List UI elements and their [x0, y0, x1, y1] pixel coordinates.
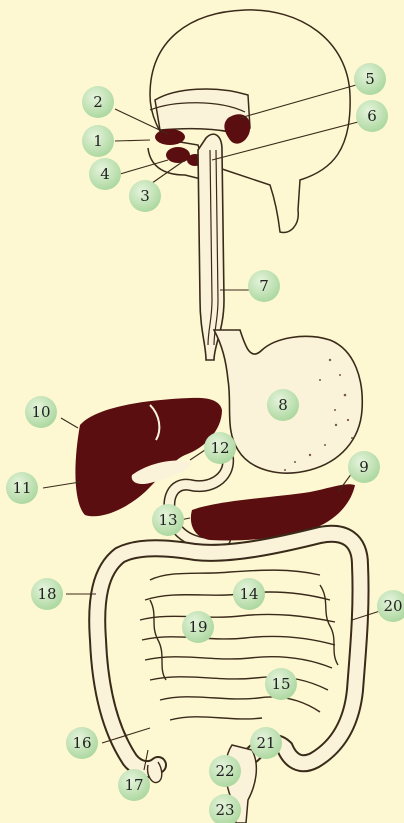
label-number: 19: [188, 618, 207, 636]
label-marker-22: 22: [209, 755, 241, 787]
label-marker-6: 6: [356, 100, 388, 132]
label-marker-13: 13: [152, 504, 184, 536]
sublingual-gland-shape: [166, 147, 190, 163]
large-intestine-fill: [97, 534, 360, 769]
liver-shape: [75, 398, 222, 516]
appendix-shape: [148, 762, 162, 783]
label-number: 14: [239, 585, 258, 603]
label-number: 17: [124, 776, 143, 794]
label-number: 20: [383, 597, 402, 615]
label-number: 6: [367, 107, 377, 125]
label-number: 11: [12, 479, 31, 497]
label-number: 22: [215, 762, 234, 780]
label-marker-3: 3: [129, 180, 161, 212]
label-marker-16: 16: [66, 727, 98, 759]
label-marker-14: 14: [233, 578, 265, 610]
label-marker-19: 19: [182, 611, 214, 643]
tongue-shape: [155, 129, 185, 145]
label-marker-2: 2: [82, 86, 114, 118]
label-marker-18: 18: [31, 578, 63, 610]
label-number: 5: [365, 70, 375, 88]
label-marker-12: 12: [204, 432, 236, 464]
label-marker-20: 20: [377, 590, 404, 622]
label-number: 13: [158, 511, 177, 529]
label-number: 21: [256, 734, 275, 752]
label-marker-10: 10: [25, 396, 57, 428]
label-number: 2: [93, 93, 103, 111]
label-number: 15: [271, 675, 290, 693]
label-number: 10: [31, 403, 50, 421]
label-number: 18: [37, 585, 56, 603]
label-marker-7: 7: [248, 270, 280, 302]
label-marker-5: 5: [354, 63, 386, 95]
label-number: 1: [93, 132, 103, 150]
label-number: 3: [140, 187, 150, 205]
label-marker-11: 11: [6, 472, 38, 504]
label-number: 16: [72, 734, 91, 752]
label-marker-9: 9: [348, 451, 380, 483]
parotid-gland-shape: [224, 114, 250, 143]
label-number: 4: [100, 165, 110, 183]
label-number: 12: [210, 439, 229, 457]
large-intestine-shape: [97, 534, 360, 769]
label-marker-15: 15: [265, 668, 297, 700]
label-marker-4: 4: [89, 158, 121, 190]
label-marker-1: 1: [82, 125, 114, 157]
label-marker-21: 21: [250, 727, 282, 759]
label-number: 9: [359, 458, 369, 476]
label-number: 7: [259, 277, 269, 295]
label-number: 8: [278, 396, 288, 414]
label-marker-17: 17: [118, 769, 150, 801]
label-marker-8: 8: [267, 389, 299, 421]
label-number: 23: [215, 801, 234, 819]
